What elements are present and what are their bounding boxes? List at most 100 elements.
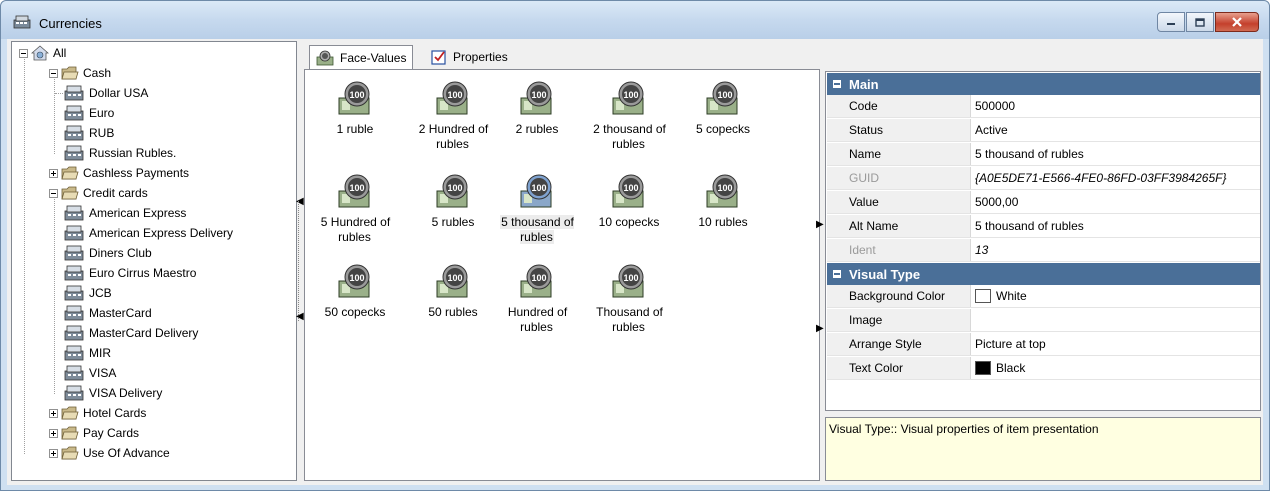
cash-register-icon xyxy=(64,325,84,341)
prop-row-arrange-style[interactable]: Arrange Style Picture at top xyxy=(827,333,1260,356)
expand-right-icon[interactable]: ▶ xyxy=(816,323,824,334)
cash-register-icon xyxy=(64,305,84,321)
tree-item-credit-cards[interactable]: Credit cards xyxy=(49,183,148,203)
prop-row-value[interactable]: Value 5000,00 xyxy=(827,191,1260,214)
collapse-category-icon[interactable] xyxy=(833,270,841,278)
tree-label: American Express Delivery xyxy=(89,226,234,240)
open-folder-icon xyxy=(61,166,79,180)
tree-item-card[interactable]: JCB xyxy=(63,283,112,303)
left-splitter[interactable]: ◀ ◀ xyxy=(295,41,304,481)
cash-register-icon xyxy=(64,345,84,361)
category-main[interactable]: Main xyxy=(827,73,1260,95)
tree-label: Credit cards xyxy=(83,186,148,200)
category-visual-type[interactable]: Visual Type xyxy=(827,263,1260,285)
prop-value[interactable]: 5 thousand of rubles xyxy=(975,219,1084,233)
collapse-toggle[interactable] xyxy=(49,68,58,78)
property-grid[interactable]: Main Code 500000 Status Active Name 5 th… xyxy=(825,71,1261,411)
banknote-coin-icon: 100 xyxy=(520,264,552,298)
tree-item-pay-cards[interactable]: Pay Cards xyxy=(49,423,139,443)
expand-toggle[interactable] xyxy=(49,168,58,178)
tree-item-card[interactable]: MasterCard Delivery xyxy=(63,323,198,343)
tree-item-euro[interactable]: Euro xyxy=(63,103,114,123)
prop-value[interactable]: Picture at top xyxy=(975,337,1046,351)
prop-row-status[interactable]: Status Active xyxy=(827,119,1260,142)
coin-icon xyxy=(316,50,334,66)
tree-item-card[interactable]: American Express xyxy=(63,203,186,223)
collapse-left-icon[interactable]: ◀ xyxy=(296,311,304,322)
prop-row-guid[interactable]: GUID {A0E5DE71-E566-4FE0-86FD-03FF398426… xyxy=(827,167,1260,190)
tree-item-cash[interactable]: Cash xyxy=(49,63,111,83)
prop-row-background-color[interactable]: Background Color White xyxy=(827,285,1260,308)
tab-face-values[interactable]: Face-Values xyxy=(309,45,414,70)
prop-value[interactable]: 500000 xyxy=(975,99,1016,113)
expand-toggle[interactable] xyxy=(49,428,58,438)
tree-item-card[interactable]: American Express Delivery xyxy=(63,223,233,243)
prop-value-color[interactable]: White xyxy=(971,285,1260,307)
currency-tree[interactable]: All Cash Dollar USA Euro xyxy=(11,41,297,481)
tree-item-russian-rubles[interactable]: Russian Rubles. xyxy=(63,143,176,163)
prop-row-ident[interactable]: Ident 13 xyxy=(827,239,1260,262)
tree-item-card[interactable]: VISA Delivery xyxy=(63,383,162,403)
title-bar[interactable]: Currencies xyxy=(1,1,1269,39)
expand-toggle[interactable] xyxy=(49,448,58,458)
prop-value[interactable]: Active xyxy=(975,123,1008,137)
tree-item-hotel-cards[interactable]: Hotel Cards xyxy=(49,403,146,423)
tab-properties[interactable]: Properties xyxy=(425,45,514,69)
collapse-toggle[interactable] xyxy=(49,188,58,198)
tree-label: Euro xyxy=(89,106,115,120)
tree-label: VISA xyxy=(89,366,117,380)
collapse-category-icon[interactable] xyxy=(833,80,841,88)
tree-label: Cash xyxy=(83,66,112,80)
expand-right-icon[interactable]: ▶ xyxy=(816,219,824,230)
tree-item-dollar-usa[interactable]: Dollar USA xyxy=(55,83,148,103)
prop-value[interactable] xyxy=(971,309,1260,331)
prop-row-text-color[interactable]: Text Color Black xyxy=(827,357,1260,380)
banknote-coin-icon: 100 xyxy=(338,264,370,298)
tree-item-card[interactable]: Diners Club xyxy=(63,243,152,263)
collapse-toggle[interactable] xyxy=(19,48,28,58)
maximize-button[interactable] xyxy=(1186,12,1214,32)
tree-item-card[interactable]: Euro Cirrus Maestro xyxy=(63,263,196,283)
prop-value-color[interactable]: Black xyxy=(971,357,1260,379)
banknote-coin-icon: 100 xyxy=(520,174,552,208)
banknote-coin-icon: 100 xyxy=(706,81,738,115)
tree-item-all[interactable]: All xyxy=(19,43,66,63)
prop-row-code[interactable]: Code 500000 xyxy=(827,95,1260,118)
coin-label: 100 xyxy=(349,90,364,100)
close-button[interactable] xyxy=(1215,12,1259,32)
tree-item-card[interactable]: VISA xyxy=(63,363,116,383)
banknote-coin-icon: 100 xyxy=(612,264,644,298)
tree-item-card[interactable]: MasterCard xyxy=(63,303,152,323)
face-value-label: 5 rubles xyxy=(431,215,475,229)
right-splitter[interactable]: ▶ ▶ xyxy=(815,41,824,481)
prop-value[interactable]: 5000,00 xyxy=(975,195,1019,209)
tree-label: VISA Delivery xyxy=(89,386,163,400)
tree-item-card[interactable]: MIR xyxy=(63,343,111,363)
minimize-button[interactable] xyxy=(1157,12,1185,32)
tree-item-use-of-advance[interactable]: Use Of Advance xyxy=(49,443,170,463)
prop-value[interactable]: 5 thousand of rubles xyxy=(975,147,1084,161)
expand-toggle[interactable] xyxy=(49,408,58,418)
prop-row-image[interactable]: Image xyxy=(827,309,1260,332)
prop-row-name[interactable]: Name 5 thousand of rubles xyxy=(827,143,1260,166)
collapse-left-icon[interactable]: ◀ xyxy=(296,196,304,207)
window-title: Currencies xyxy=(39,16,102,31)
prop-row-alt-name[interactable]: Alt Name 5 thousand of rubles xyxy=(827,215,1260,238)
tree-item-cashless-payments[interactable]: Cashless Payments xyxy=(49,163,189,183)
tree-item-rub[interactable]: RUB xyxy=(63,123,114,143)
